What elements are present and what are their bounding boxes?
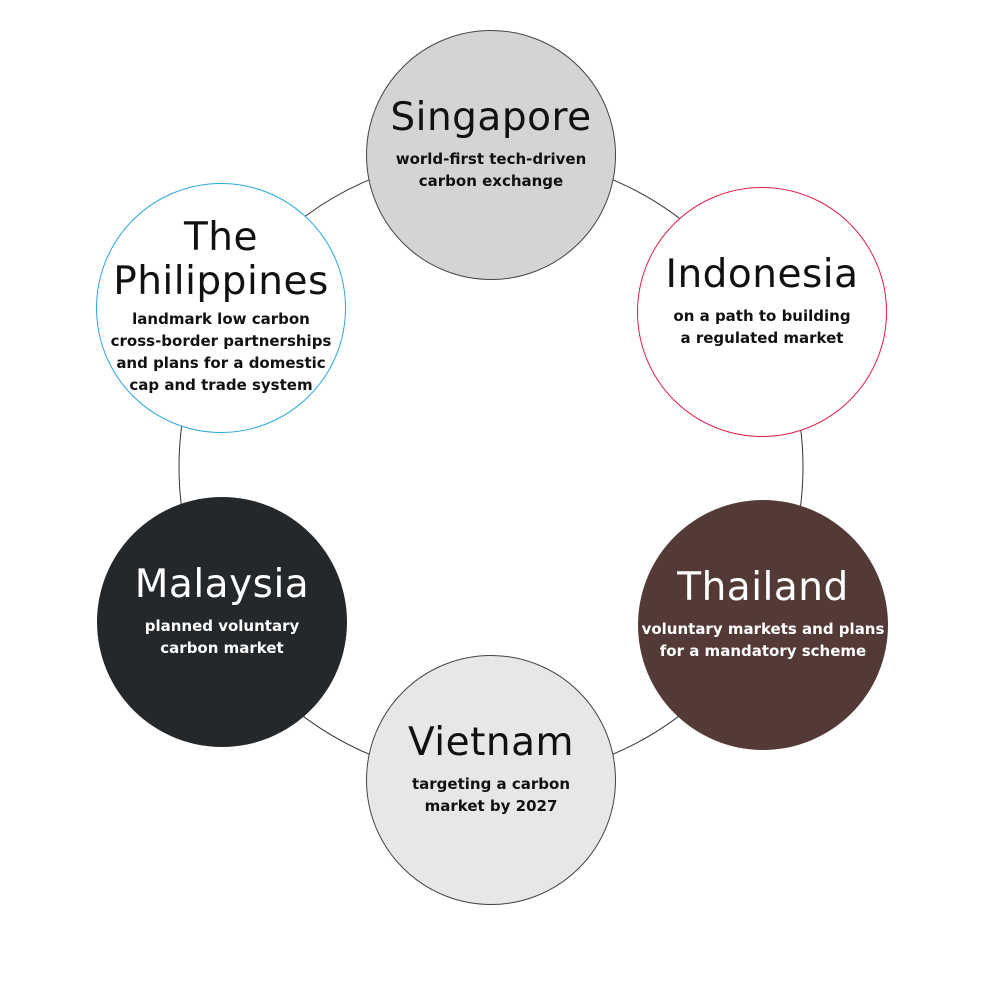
node-indonesia: Indonesia on a path to building a regula… (637, 187, 887, 437)
node-title: Malaysia (134, 562, 310, 607)
node-thailand: Thailand voluntary markets and plans for… (638, 500, 888, 750)
node-malaysia: Malaysia planned voluntary carbon market (97, 497, 347, 747)
node-singapore: Singapore world-first tech-driven carbon… (366, 30, 616, 280)
node-title: The Philippines (113, 214, 329, 304)
node-title: Indonesia (665, 252, 859, 297)
node-description: landmark low carbon cross-border partner… (110, 309, 332, 394)
node-description: planned voluntary carbon market (144, 617, 300, 657)
node-description: targeting a carbon market by 2027 (411, 775, 571, 815)
node-description: world-first tech-driven carbon exchange (395, 150, 587, 190)
node-title: Singapore (390, 95, 592, 140)
node-description: on a path to building a regulated market (673, 307, 851, 347)
node-vietnam: Vietnam targeting a carbon market by 202… (366, 655, 616, 905)
node-description: voluntary markets and plans for a mandat… (641, 620, 885, 660)
node-title: Vietnam (407, 720, 575, 765)
node-philippines: The Philippines landmark low carbon cros… (96, 183, 346, 433)
node-title: Thailand (677, 565, 849, 610)
